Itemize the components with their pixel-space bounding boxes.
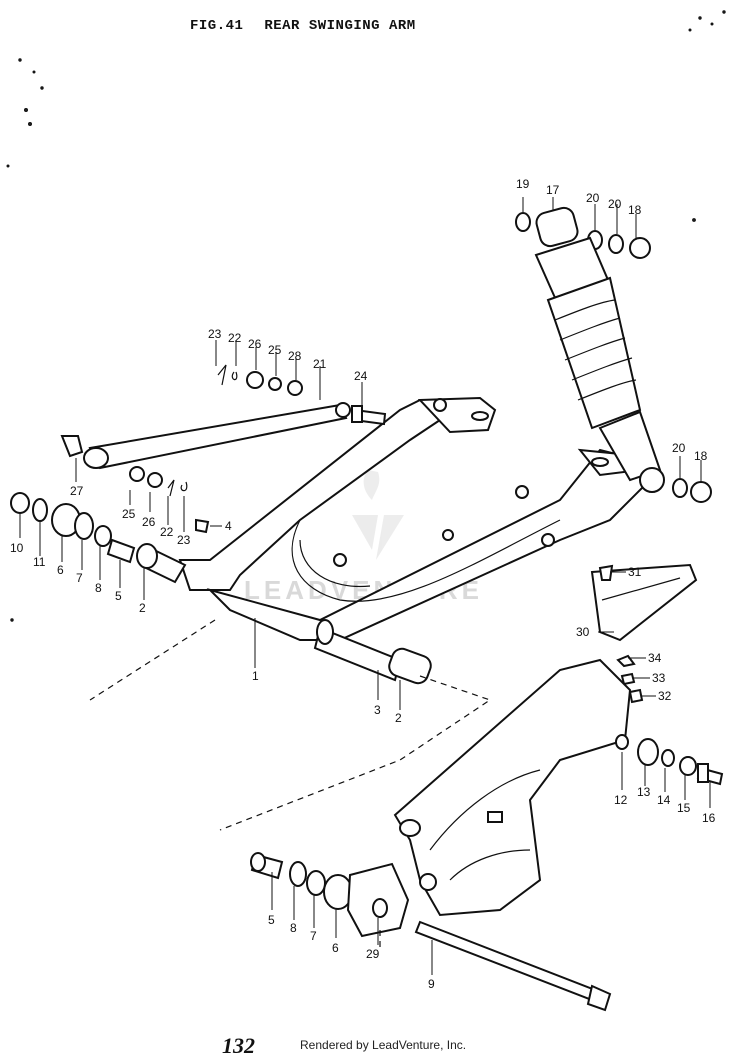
callout-label: 9 bbox=[428, 977, 435, 991]
callout-label: 34 bbox=[648, 651, 662, 665]
callout-label: 8 bbox=[290, 921, 297, 935]
callout-label: 33 bbox=[652, 671, 666, 685]
callout-label: 18 bbox=[628, 203, 642, 217]
figure-number: FIG.41 bbox=[190, 18, 244, 34]
callout-label: 23 bbox=[177, 533, 191, 547]
callout-label: 20 bbox=[608, 197, 622, 211]
callout-label: 11 bbox=[33, 555, 46, 569]
callout-label: 24 bbox=[354, 369, 368, 383]
callout-label: 8 bbox=[95, 581, 102, 595]
rear-plate bbox=[393, 658, 632, 917]
figure-name: REAR SWINGING ARM bbox=[264, 18, 416, 34]
callout-label: 7 bbox=[310, 929, 317, 943]
callout-label: 12 bbox=[614, 793, 628, 807]
callout-label: 6 bbox=[57, 563, 64, 577]
callout-label: 19 bbox=[516, 177, 530, 191]
callout-label: 29 bbox=[366, 947, 380, 961]
scan-speckles bbox=[6, 10, 726, 622]
callout-label: 15 bbox=[677, 801, 691, 815]
callout-label: 6 bbox=[332, 941, 339, 955]
callout-label: 5 bbox=[115, 589, 122, 603]
callout-label: 25 bbox=[122, 507, 136, 521]
callout-label: 25 bbox=[268, 343, 282, 357]
callout-label: 4 bbox=[225, 519, 232, 533]
callout-label: 31 bbox=[628, 565, 642, 579]
callout-label: 13 bbox=[637, 785, 651, 799]
long-axle bbox=[414, 920, 612, 1012]
callout-label: 2 bbox=[139, 601, 146, 615]
callout-label: 14 bbox=[657, 793, 671, 807]
reference-lines bbox=[89, 619, 492, 950]
render-credit: Rendered by LeadVenture, Inc. bbox=[300, 1038, 467, 1052]
callout-label: 22 bbox=[228, 331, 242, 345]
watermark-logo bbox=[352, 470, 404, 560]
callout-label: 17 bbox=[546, 183, 560, 197]
callout-label: 32 bbox=[658, 689, 672, 703]
callout-label: 23 bbox=[208, 327, 222, 341]
callout-label: 26 bbox=[142, 515, 156, 529]
chain-case bbox=[590, 563, 698, 704]
callout-label: 27 bbox=[70, 484, 84, 498]
shock-absorber bbox=[515, 206, 712, 503]
callout-label: 30 bbox=[576, 625, 590, 639]
callout-label: 20 bbox=[672, 441, 686, 455]
pivot-assembly bbox=[10, 492, 432, 685]
callout-label: 10 bbox=[10, 541, 24, 555]
leader-lines bbox=[19, 197, 711, 975]
torque-rod bbox=[60, 364, 387, 534]
callout-label: 16 bbox=[702, 811, 716, 825]
callout-label: 22 bbox=[160, 525, 174, 539]
callout-label: 1 bbox=[252, 669, 259, 683]
callout-label: 5 bbox=[268, 913, 275, 927]
callout-labels: 19 17 20 20 18 23 22 26 25 28 21 24 27 2… bbox=[10, 177, 716, 991]
callout-label: 3 bbox=[374, 703, 381, 717]
figure-title: FIG.41 REAR SWINGING ARM bbox=[190, 18, 428, 34]
callout-label: 20 bbox=[586, 191, 600, 205]
callout-label: 26 bbox=[248, 337, 262, 351]
swing-arm bbox=[178, 396, 652, 641]
callout-label: 21 bbox=[313, 357, 327, 371]
lower-spacers bbox=[250, 852, 410, 938]
callout-label: 28 bbox=[288, 349, 302, 363]
callout-label: 18 bbox=[694, 449, 708, 463]
axle-hardware bbox=[637, 738, 724, 786]
callout-label: 7 bbox=[76, 571, 83, 585]
callout-label: 2 bbox=[395, 711, 402, 725]
page-number: 132 bbox=[222, 1033, 255, 1058]
